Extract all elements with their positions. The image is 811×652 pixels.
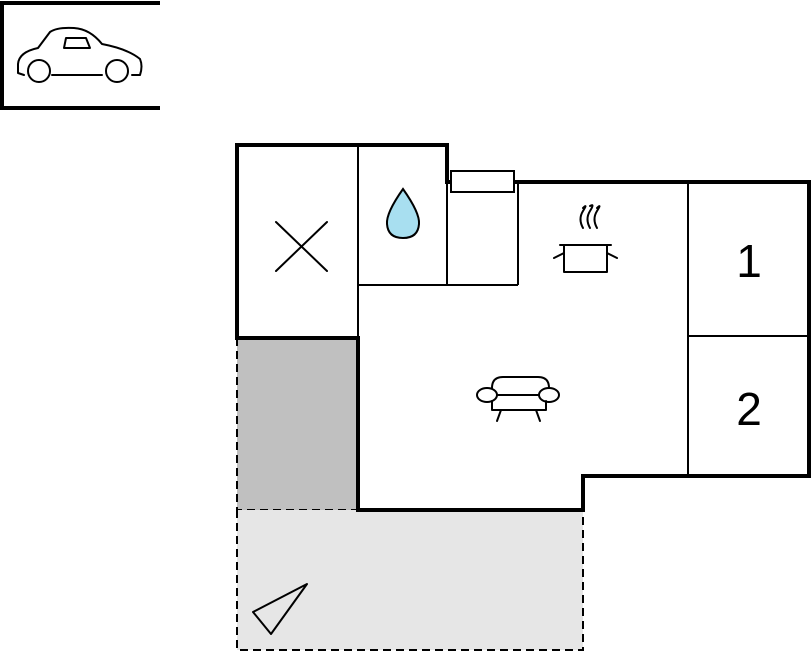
parking-area [0,1,160,110]
terrace [237,510,583,650]
sun-direction-icon [252,583,308,635]
sofa-icon [476,376,560,422]
water-drop-icon [385,187,421,240]
cooking-pot-icon [553,204,618,273]
cross-icon [275,221,328,272]
covered-area [237,338,358,510]
window [450,170,515,193]
bedroom-2-label: 2 [736,383,762,435]
car-icon [17,26,143,83]
exterior-walls [235,143,811,512]
bedroom-1-label: 1 [736,235,762,287]
